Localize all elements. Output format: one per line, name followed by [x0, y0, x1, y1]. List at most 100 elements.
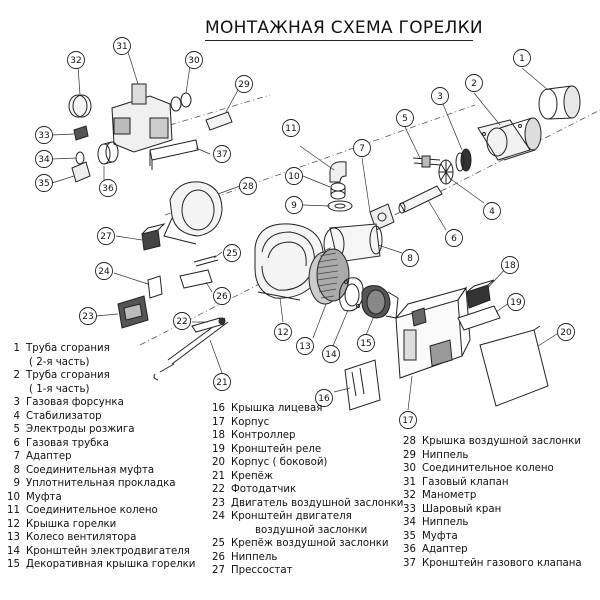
legend-label: Электроды розжига	[26, 424, 135, 435]
connecting-elbow-30	[170, 92, 192, 112]
callout-circle	[285, 167, 303, 185]
callout-number: 30	[188, 56, 200, 66]
legend-label: Кронштейн газового клапана	[422, 557, 582, 569]
callout-number: 28	[242, 182, 254, 192]
front-cover-plate	[344, 359, 381, 411]
legend-number: 36	[403, 544, 416, 555]
callout-number: 7	[359, 144, 365, 154]
legend-number: 3	[13, 397, 20, 408]
legend-number: 16	[212, 403, 225, 414]
callout-number: 33	[38, 131, 49, 141]
side-housing	[479, 325, 549, 407]
callout-circle	[285, 196, 303, 214]
combustion-tube-part1	[477, 117, 542, 161]
legend-label: Кронштейн электродвигателя	[26, 545, 190, 557]
callout-circle	[357, 334, 375, 352]
callout-circle	[239, 177, 257, 195]
legend-label: Труба сгорания	[26, 370, 110, 381]
callout-circle	[223, 244, 241, 262]
callout-circle	[67, 51, 85, 69]
damper-cover	[163, 181, 223, 245]
legend-label: Ниппель	[422, 517, 469, 528]
callout-6: 6	[445, 229, 463, 247]
legend-number: 32	[403, 490, 416, 501]
damper-fastener	[193, 255, 219, 267]
callout-20: 20	[557, 323, 575, 341]
legend-number: 24	[212, 511, 225, 522]
legend-number: 4	[13, 410, 20, 422]
callout-32: 32	[67, 51, 85, 69]
callout-28: 28	[239, 177, 257, 195]
callout-number: 32	[70, 56, 81, 66]
callout-circle	[399, 411, 417, 429]
callout-number: 10	[288, 172, 300, 182]
gas-tube	[398, 185, 443, 214]
callout-23: 23	[79, 307, 97, 325]
callout-circle	[396, 109, 414, 127]
legend-number: 28	[403, 436, 416, 447]
callout-number: 31	[116, 42, 127, 52]
legend-number: 17	[212, 416, 225, 428]
callout-circle	[322, 345, 340, 363]
legend-number: 6	[13, 437, 20, 449]
callout-circle	[296, 337, 314, 355]
callout-circle	[35, 126, 53, 144]
decorative-cover	[361, 285, 399, 319]
callout-number: 36	[102, 184, 114, 194]
callout-circle	[95, 262, 113, 280]
callout-circle	[401, 249, 419, 267]
legend-label: Двигатель воздушной заслонки	[231, 497, 404, 509]
callout-circle	[173, 312, 191, 330]
callout-number: 9	[291, 201, 297, 211]
manometer	[68, 94, 92, 118]
callout-number: 26	[216, 292, 228, 302]
callout-circle	[315, 389, 333, 407]
callout-circle	[274, 323, 292, 341]
legend-label: Контроллер	[231, 430, 296, 441]
callout-number: 19	[510, 298, 522, 308]
damper-motor-bracket	[147, 275, 163, 299]
callout-16: 16	[315, 389, 333, 407]
callout-number: 8	[407, 254, 413, 264]
callout-circle	[35, 150, 53, 168]
callout-35: 35	[35, 174, 53, 192]
callout-24: 24	[95, 262, 113, 280]
legend-number: 30	[403, 463, 416, 474]
nipple-29	[205, 111, 233, 131]
legend-label: Крышка горелки	[26, 518, 117, 530]
callout-number: 27	[100, 232, 111, 242]
callout-22: 22	[173, 312, 191, 330]
adapter-36	[97, 141, 119, 165]
legend-number: 25	[212, 538, 225, 549]
callout-number: 24	[98, 267, 110, 277]
callout-circle	[213, 373, 231, 391]
callout-14: 14	[322, 345, 340, 363]
callout-circle	[431, 87, 449, 105]
legend-label: Ниппель	[422, 449, 469, 461]
legend-label: Муфта	[26, 491, 62, 503]
legend-number: 2	[13, 370, 20, 381]
callout-number: 3	[437, 92, 443, 102]
legend-number: 23	[212, 497, 225, 509]
callout-number: 25	[226, 249, 237, 259]
callout-circle	[501, 256, 519, 274]
callout-36: 36	[99, 179, 117, 197]
callout-number: 21	[216, 378, 227, 388]
callout-number: 5	[402, 114, 408, 124]
callout-number: 29	[238, 80, 250, 90]
callout-25: 25	[223, 244, 241, 262]
callout-circle	[557, 323, 575, 341]
